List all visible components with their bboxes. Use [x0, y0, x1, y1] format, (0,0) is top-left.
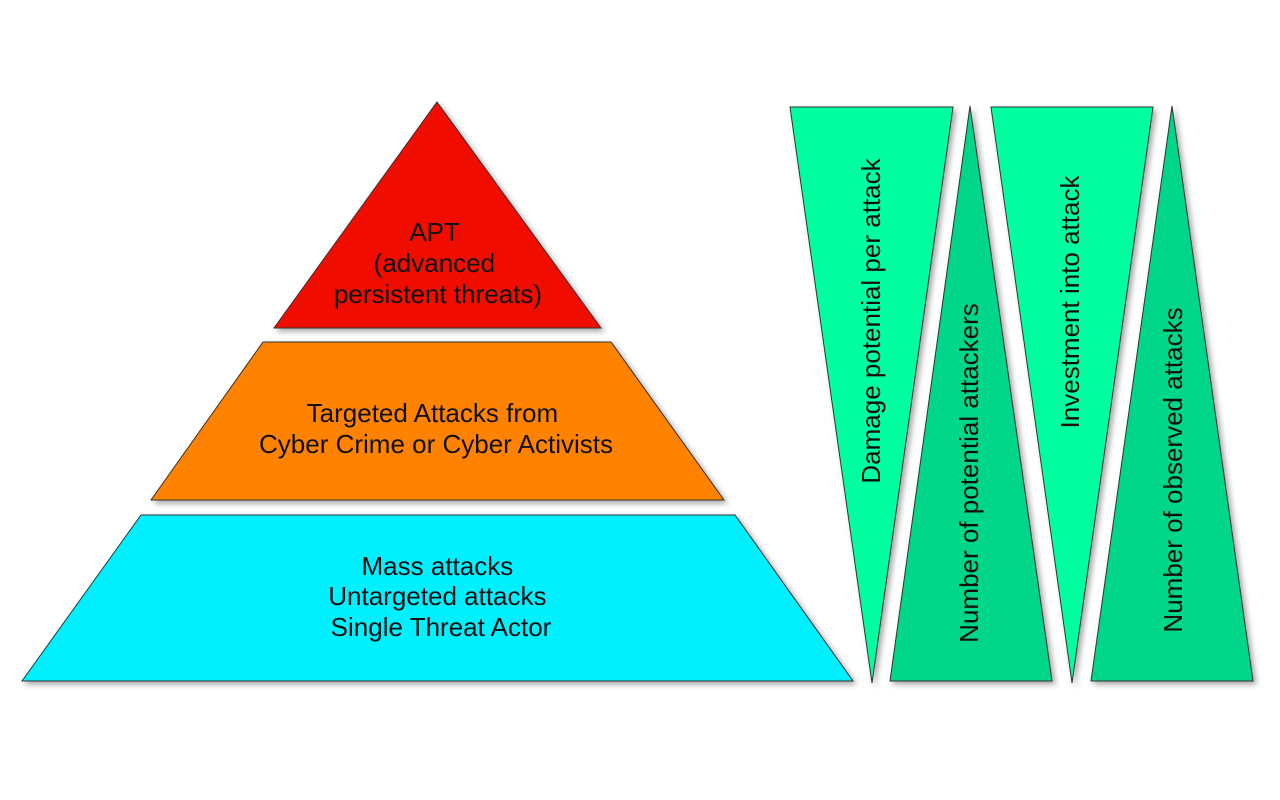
apt-line-2: (advanced: [374, 248, 495, 278]
pyramid-tier-mass: [21, 514, 854, 682]
wedge-damage-potential: [789, 106, 954, 684]
mass-line-1: Mass attacks: [362, 551, 514, 581]
wedge-damage-potential-label: Damage potential per attack: [856, 157, 886, 483]
pyramid-tier-targeted: [150, 341, 725, 501]
pyramid-tier-targeted-label: Targeted Attacks from Cyber Crime or Cyb…: [259, 398, 613, 459]
pyramid: APT (advanced persistent threats) Target…: [21, 101, 854, 682]
wedge-potential-attackers: [889, 105, 1053, 682]
indicator-wedges: Damage potential per attack Number of po…: [789, 105, 1254, 684]
targeted-line-2: Cyber Crime or Cyber Activists: [259, 429, 613, 459]
apt-line-1: APT: [409, 217, 460, 247]
pyramid-tier-apt: [273, 101, 602, 329]
targeted-line-1: Targeted Attacks from: [307, 398, 558, 428]
wedge-potential-attackers-label: Number of potential attackers: [954, 303, 984, 643]
wedge-investment-label: Investment into attack: [1055, 175, 1085, 429]
wedge-investment: [990, 106, 1154, 684]
pyramid-tier-mass-label: Mass attacks Untargeted attacks Single T…: [328, 551, 553, 642]
pyramid-tier-apt-label: APT (advanced persistent threats): [334, 217, 542, 309]
mass-line-2: Untargeted attacks: [328, 581, 546, 611]
apt-line-3: persistent threats): [334, 279, 542, 309]
wedge-observed-attacks: [1090, 105, 1254, 682]
mass-line-3: Single Threat Actor: [331, 612, 552, 642]
wedge-observed-attacks-label: Number of observed attacks: [1158, 307, 1188, 632]
